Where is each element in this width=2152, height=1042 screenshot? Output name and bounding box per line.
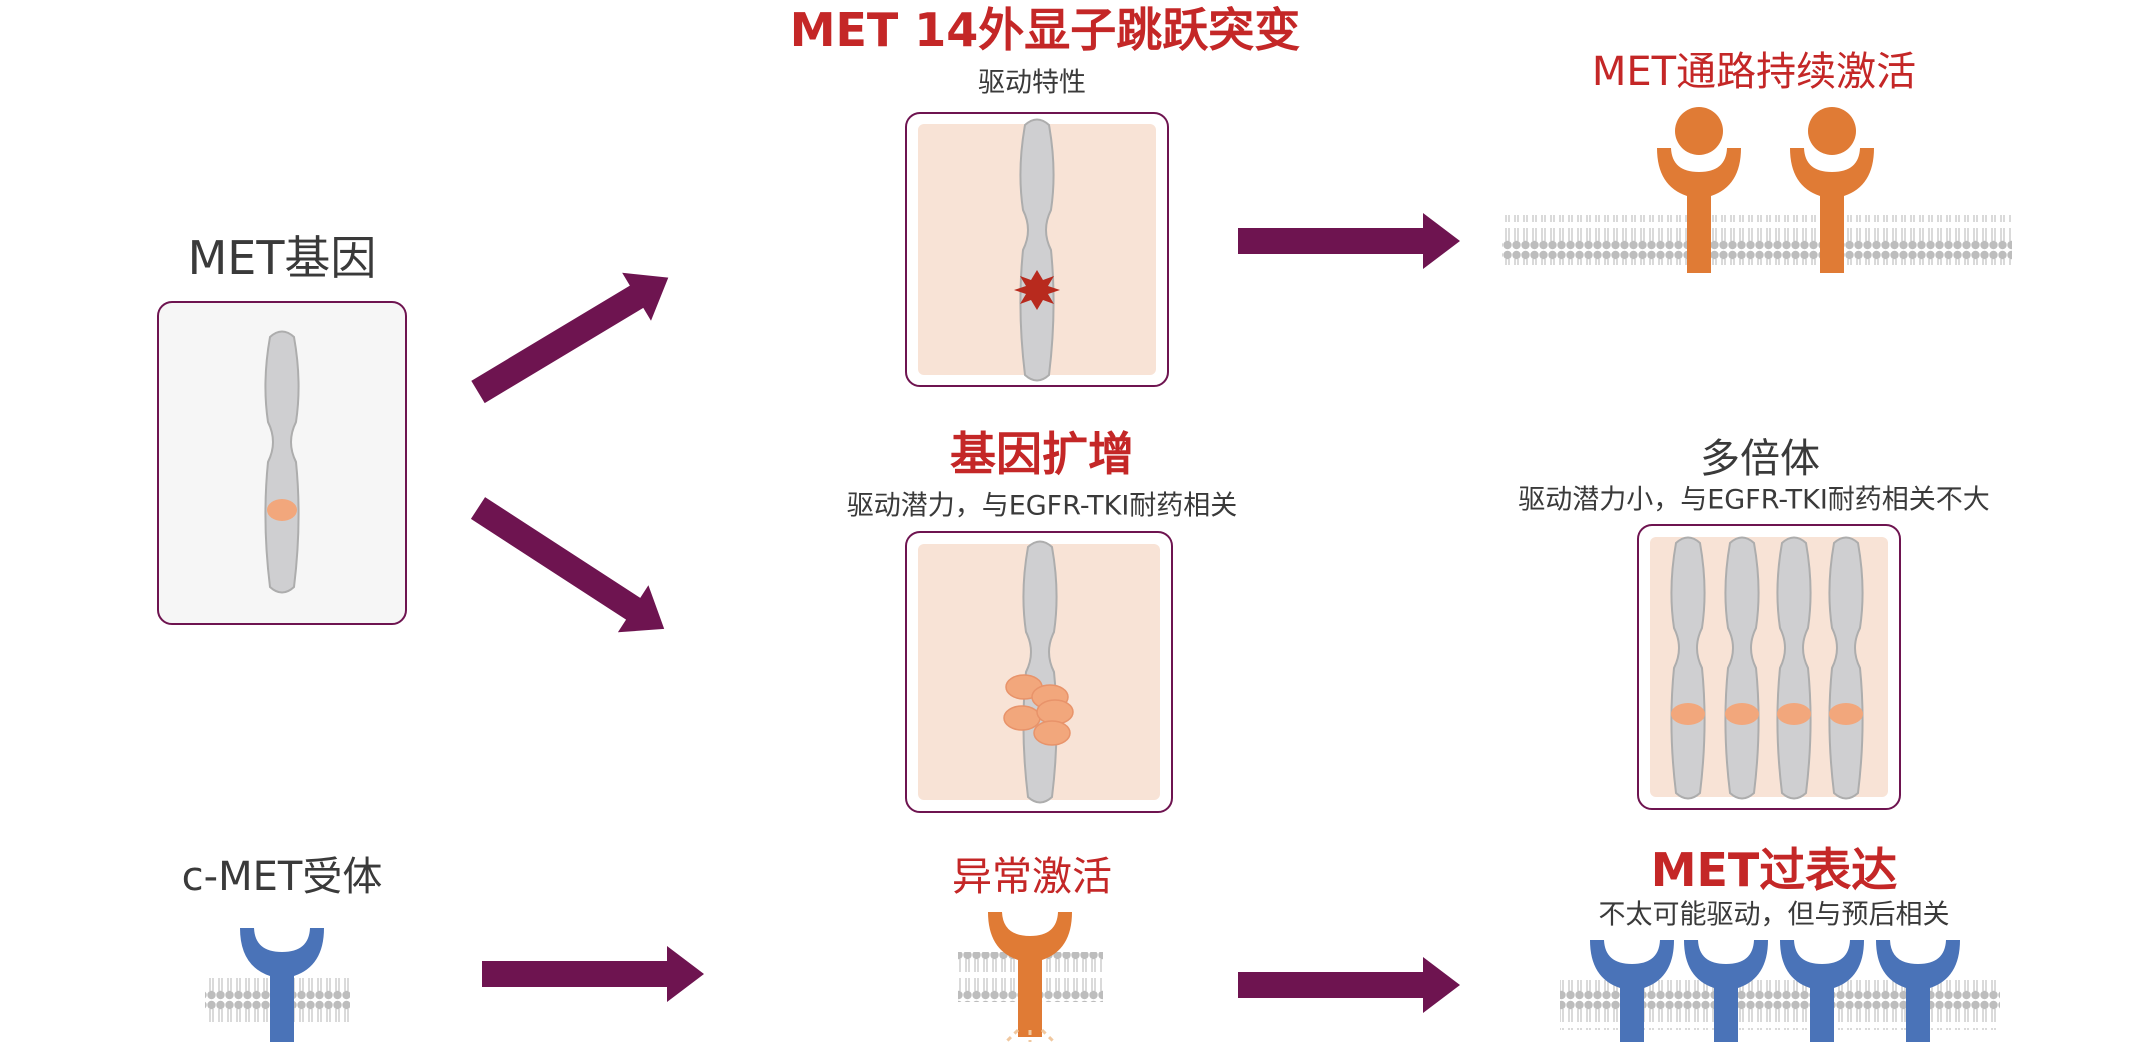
overexpression-title: MET过表达 <box>1650 843 1898 897</box>
mutation-burst-icon <box>1014 270 1060 310</box>
chromosome-icon <box>1022 540 1058 804</box>
exon14-subtitle: 驱动特性 <box>978 67 1086 99</box>
ligand-bound-receptor-right <box>1790 107 1874 273</box>
met-locus-marker <box>267 499 297 521</box>
exon14-panel <box>905 112 1169 387</box>
chromosome-icon <box>1019 118 1055 382</box>
amplified-gene-copies <box>1003 674 1074 746</box>
arrow-to-amplification <box>462 484 680 653</box>
arrow-to-abnormal-activation <box>482 946 704 1002</box>
ligand-icon <box>1808 107 1856 155</box>
cell-membrane <box>1502 215 2012 265</box>
polyploidy-title: 多倍体 <box>1700 436 1820 482</box>
overexpression-subtitle: 不太可能驱动，但与预后相关 <box>1598 899 1950 931</box>
c-met-receptor-title: c-MET受体 <box>181 854 383 900</box>
abnormal-activation-title: 异常激活 <box>952 854 1112 900</box>
chromosome-icon <box>1828 536 1864 800</box>
amplification-panel <box>905 531 1173 813</box>
arrow-to-pathway-activation <box>1238 213 1460 269</box>
arrow-to-overexpression <box>1238 957 1460 1013</box>
arrow-group-left <box>462 253 704 1002</box>
chromosome-icon <box>264 330 300 594</box>
met-gene-title: MET基因 <box>187 231 377 285</box>
pathway-activation-title: MET通路持续激活 <box>1591 49 1917 95</box>
amplification-subtitle: 驱动潜力，与EGFR-TKI耐药相关 <box>846 490 1238 522</box>
amplification-title: 基因扩增 <box>950 427 1134 481</box>
chromosome-icon <box>1724 536 1760 800</box>
exon14-title: MET 14外显子跳跃突变 <box>789 3 1301 57</box>
arrow-group-right <box>1238 213 1460 1013</box>
polyploidy-subtitle: 驱动潜力小，与EGFR-TKI耐药相关不大 <box>1518 484 1990 516</box>
ligand-bound-receptor-left <box>1657 107 1741 273</box>
polyploidy-panel <box>1637 524 1901 810</box>
arrow-to-exon14 <box>463 253 683 417</box>
chromosome-icon <box>1776 536 1812 800</box>
chromosome-icon <box>1670 536 1706 800</box>
met-gene-panel <box>157 301 407 625</box>
signal-rays <box>1004 1028 1056 1042</box>
ligand-icon <box>1675 107 1723 155</box>
